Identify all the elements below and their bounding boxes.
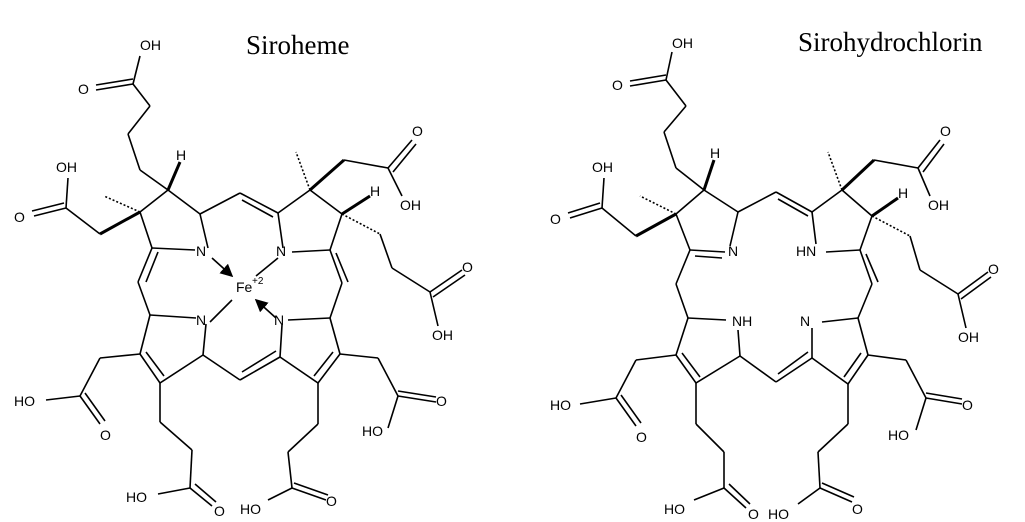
label-ho: HO [126,489,147,505]
label-fe: Fe [236,279,253,295]
siroheme-structure [31,55,466,507]
sirohydrochlorin-substituents-b [827,139,992,329]
label-o: O [852,501,863,517]
siroheme-ring-a [137,189,279,316]
label-hn: HN [796,243,816,259]
sirohydrochlorin-substituents-d [579,354,751,509]
label-o: O [636,429,647,445]
label-oh: OH [140,37,161,53]
siroheme-ring-c [279,317,341,384]
sirohydrochlorin-ring-b [811,189,879,319]
label-h: H [176,147,186,163]
label-h: H [710,145,720,161]
label-o: O [214,503,225,519]
label-oh: OH [672,35,693,51]
label-n: N [728,243,738,259]
siroheme-substituents-d [45,353,217,507]
sirohydrochlorin-structure [567,51,992,509]
label-o: O [436,393,447,409]
label-o: O [326,493,337,509]
label-ho: HO [664,501,685,517]
siroheme-ring-b [277,189,349,319]
sirohydrochlorin-ring-c [811,317,869,385]
label-n: N [196,243,206,259]
label-oh: OH [928,197,949,213]
label-h: H [370,183,380,199]
siroheme-substituents-a [31,55,182,236]
label-n: N [274,312,284,328]
label-fe-charge: +2 [252,276,264,287]
label-o: O [748,506,759,522]
sirohydrochlorin-substituents-c [797,354,963,505]
sirohydrochlorin-ring-a [675,189,813,319]
label-o: O [550,211,561,227]
label-n: N [276,243,286,259]
label-n: N [800,313,810,329]
label-ho: HO [362,423,383,439]
label-h: H [898,185,908,201]
label-nh: NH [732,313,752,329]
label-o: O [462,259,473,275]
siroheme-substituents-c [267,353,437,501]
sirohydrochlorin-substituents-a [567,51,716,238]
label-o: O [412,123,423,139]
label-o: O [78,81,89,97]
label-ho: HO [240,501,261,517]
label-o: O [988,261,999,277]
label-ho: HO [888,427,909,443]
label-oh: OH [592,159,613,175]
siroheme-ring-d [139,314,281,384]
label-ho: HO [14,393,35,409]
siroheme-labels: OH O OH O H H O OH O OH N N N N Fe +2 HO… [14,37,473,519]
sirohydrochlorin-labels: OH O OH O H H O OH O OH N HN NH N HO O O… [550,35,999,522]
sirohydrochlorin-ring-d [675,317,813,384]
label-oh: OH [56,159,77,175]
label-ho: HO [768,506,789,522]
label-o: O [940,123,951,139]
label-o: O [14,209,25,225]
label-o: O [612,77,623,93]
label-oh: OH [432,327,453,343]
siroheme-fe-bonds [209,257,279,323]
label-n: N [196,312,206,328]
sirohydrochlorin-title: Sirohydrochlorin [798,27,983,57]
label-o: O [962,397,973,413]
siroheme-title: Siroheme [246,30,350,60]
label-o: O [100,427,111,443]
label-oh: OH [400,197,421,213]
label-oh: OH [958,329,979,345]
siroheme-substituents-b [295,139,466,327]
label-ho: HO [550,397,571,413]
